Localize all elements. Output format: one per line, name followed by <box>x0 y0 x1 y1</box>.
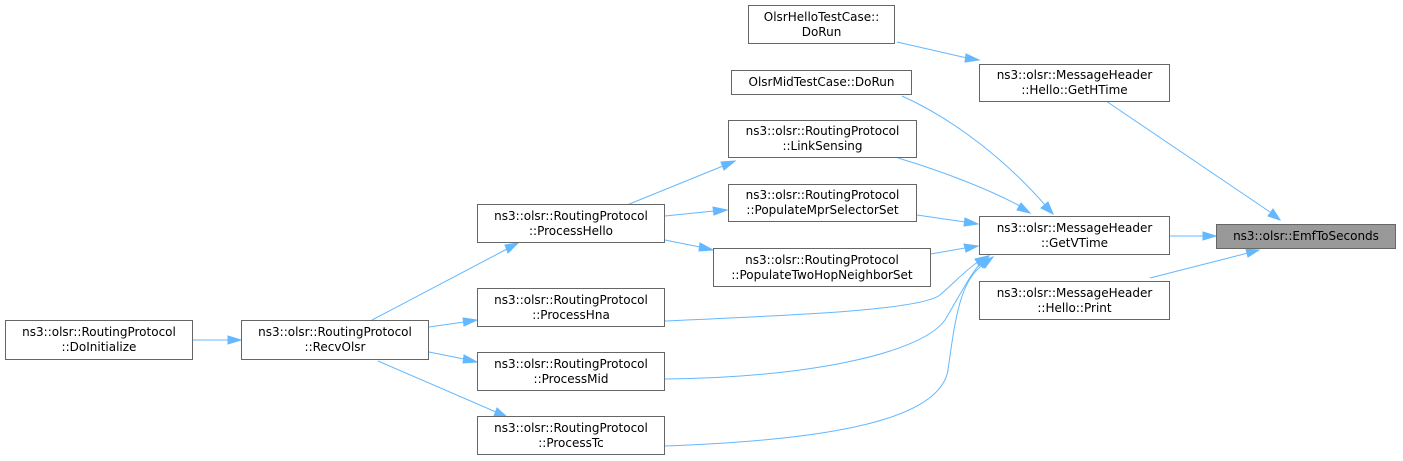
node-label-line2: ::LinkSensing <box>782 139 863 153</box>
node-label-line1: ns3::olsr::RoutingProtocol <box>745 188 900 202</box>
node-label-line2: ::PopulateTwoHopNeighborSet <box>731 267 913 282</box>
node-label-line2: ::ProcessTc <box>538 435 604 450</box>
edge-populate-mpr-to-get-vtime <box>916 214 966 223</box>
arrow-head <box>1267 208 1282 221</box>
edge-process-hello-to-link-sensing <box>621 165 724 208</box>
node-label-line2: ::ProcessHna <box>532 307 610 322</box>
node-emf-to-seconds: ns3::olsr::EmfToSeconds <box>1216 224 1396 249</box>
node-label-line2: ::ProcessHello <box>528 223 614 238</box>
arrow-head <box>964 53 981 63</box>
node-get-vtime[interactable]: ns3::olsr::MessageHeader ::GetVTime <box>979 216 1170 255</box>
node-label-line1: ns3::olsr::MessageHeader <box>996 285 1153 300</box>
arrow-head <box>963 217 980 227</box>
edge-hello-print-to-emf-to-seconds <box>1149 252 1249 279</box>
node-label-line2: ::RecvOlsr <box>304 340 366 354</box>
node-label: ns3::olsr::EmfToSeconds <box>1233 229 1379 243</box>
edge-link-sensing-to-get-vtime <box>897 157 1021 207</box>
node-label-line2: ::DoInitialize <box>61 340 137 354</box>
arrow-head <box>712 206 729 216</box>
node-label-line2: ::GetVTime <box>1040 235 1109 250</box>
node-label-line1: ns3::olsr::RoutingProtocol <box>745 252 899 267</box>
arrow-head <box>504 242 520 254</box>
node-do-initialize[interactable]: ns3::olsr::RoutingProtocol ::DoInitializ… <box>5 320 193 360</box>
node-process-mid[interactable]: ns3::olsr::RoutingProtocol ::ProcessMid <box>477 352 665 391</box>
node-label-line1: ns3::olsr::RoutingProtocol <box>494 208 648 223</box>
arrow-head <box>1040 201 1054 216</box>
node-link-sensing[interactable]: ns3::olsr::RoutingProtocol ::LinkSensing <box>728 120 917 158</box>
arrow-head <box>1202 231 1218 241</box>
edge-process-hello-to-populate-mpr <box>664 210 715 217</box>
arrow-head <box>1016 202 1032 214</box>
edge-recv-olsr-to-process-mid <box>428 351 465 360</box>
node-label-line1: ns3::olsr::MessageHeader <box>996 220 1153 235</box>
arrow-head <box>979 255 995 269</box>
node-label-line1: ns3::olsr::RoutingProtocol <box>494 356 648 371</box>
edge-recv-olsr-to-process-hna <box>428 321 465 328</box>
node-label-line2: DoRun <box>801 24 842 39</box>
node-recv-olsr[interactable]: ns3::olsr::RoutingProtocol ::RecvOlsr <box>241 320 429 360</box>
node-label-line2: ::Hello::Print <box>1037 300 1112 315</box>
edge-process-tc-to-get-vtime <box>664 264 984 447</box>
node-process-tc[interactable]: ns3::olsr::RoutingProtocol ::ProcessTc <box>477 416 665 455</box>
node-label-line1: ns3::olsr::RoutingProtocol <box>745 124 900 138</box>
node-label-line1: ns3::olsr::RoutingProtocol <box>494 420 648 435</box>
arrow-head <box>462 317 479 327</box>
node-label-line2: ::ProcessMid <box>533 371 609 386</box>
arrow-head <box>462 354 479 364</box>
edge-recv-olsr-to-process-hello <box>371 248 508 321</box>
node-hello-print[interactable]: ns3::olsr::MessageHeader ::Hello::Print <box>979 281 1170 320</box>
node-populate-mpr-selector-set[interactable]: ns3::olsr::RoutingProtocol ::PopulateMpr… <box>728 184 917 222</box>
node-label: OlsrMidTestCase::DoRun <box>748 75 895 89</box>
edge-get-htime-to-emf-to-seconds <box>1105 100 1271 213</box>
node-hello-get-htime[interactable]: ns3::olsr::MessageHeader ::Hello::GetHTi… <box>979 64 1170 102</box>
arrow-head <box>227 335 243 345</box>
edge-process-mid-to-get-vtime <box>664 263 981 380</box>
node-label-line1: ns3::olsr::MessageHeader <box>996 68 1153 82</box>
node-label-line1: ns3::olsr::RoutingProtocol <box>22 325 176 339</box>
node-process-hna[interactable]: ns3::olsr::RoutingProtocol ::ProcessHna <box>477 288 665 327</box>
node-label-line1: ns3::olsr::RoutingProtocol <box>494 292 648 307</box>
edge-populate-two-hop-to-get-vtime <box>930 247 966 255</box>
edge-process-hello-to-populate-two-hop <box>664 239 701 248</box>
node-label-line2: ::Hello::GetHTime <box>1021 83 1128 97</box>
arrow-head <box>720 160 737 171</box>
edge-mid-test-to-get-vtime <box>901 95 1046 206</box>
edge-recv-olsr-to-process-tc <box>377 360 497 413</box>
node-mid-test-do-run[interactable]: OlsrMidTestCase::DoRun <box>731 70 912 95</box>
node-label-line2: ::PopulateMprSelectorSet <box>746 203 899 217</box>
edge-process-hna-to-get-vtime <box>664 261 979 322</box>
arrow-head <box>1245 248 1261 258</box>
node-process-hello[interactable]: ns3::olsr::RoutingProtocol ::ProcessHell… <box>477 204 665 243</box>
node-hello-test-do-run[interactable]: OlsrHelloTestCase:: DoRun <box>748 5 895 44</box>
arrow-head <box>963 243 980 253</box>
edge-hello-test-to-get-htime <box>896 41 968 59</box>
node-label-line1: ns3::olsr::RoutingProtocol <box>258 325 412 339</box>
node-label-line1: OlsrHelloTestCase:: <box>763 9 880 24</box>
node-populate-two-hop-neighbor-set[interactable]: ns3::olsr::RoutingProtocol ::PopulateTwo… <box>713 248 931 287</box>
arrow-head <box>698 242 715 252</box>
